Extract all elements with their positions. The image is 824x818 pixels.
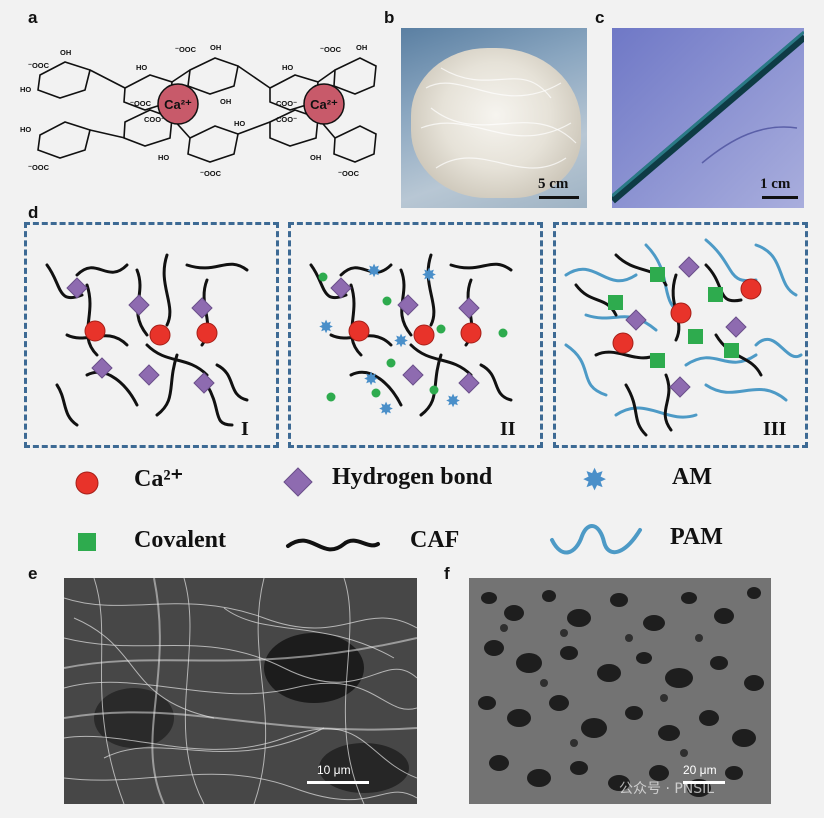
svg-text:OH: OH	[210, 43, 221, 52]
panel-a-structure: ⁻OOC OH HO HO COO⁻ ⁻OOC OH OH HO COO⁻ ⁻OOC OH ⁻…	[20, 30, 380, 180]
svg-text:⁻OOC: ⁻OOC	[338, 169, 360, 178]
svg-text:HO: HO	[158, 153, 169, 162]
svg-text:⁻OOC: ⁻OOC	[320, 45, 342, 54]
svg-text:⁻OOC: ⁻OOC	[28, 163, 50, 172]
svg-text:⁻OOC: ⁻OOC	[175, 45, 197, 54]
fiber-strand-c	[612, 30, 804, 204]
svg-text:COO⁻: COO⁻	[144, 115, 165, 124]
schematic-iii	[564, 238, 803, 437]
svg-text:COO⁻: COO⁻	[276, 115, 297, 124]
scale-bar-f	[683, 781, 725, 784]
svg-text:✸: ✸	[421, 265, 436, 286]
calcium-ion-2-label: Ca²⁺	[310, 97, 338, 112]
panel-b-photo: 5 cm	[401, 28, 587, 208]
svg-text:⁻OOC: ⁻OOC	[28, 61, 50, 70]
svg-text:HO: HO	[20, 85, 31, 94]
watermark: 公众号 · PNSIL	[619, 781, 715, 797]
panel-label-b: b	[384, 8, 395, 27]
schematic-i	[45, 253, 249, 427]
panel-e-sem: 10 μm	[64, 578, 417, 804]
scale-bar-c	[762, 196, 798, 199]
legend-caf-label: CAF	[410, 527, 460, 553]
panel-c-photo: 1 cm	[612, 28, 804, 208]
svg-text:✸: ✸	[363, 369, 378, 390]
svg-text:HO: HO	[136, 63, 147, 72]
pam-legend-icon	[550, 524, 642, 555]
stage-label-i: I	[241, 418, 249, 440]
scale-label-f: 20 μm	[683, 763, 717, 777]
scale-bar-e	[307, 781, 369, 784]
calcium-ion-1-label: Ca²⁺	[164, 97, 192, 112]
panel-label-e: e	[28, 564, 38, 583]
calcium-legend-icon	[75, 471, 99, 495]
svg-text:✸: ✸	[378, 399, 393, 420]
svg-text:OH: OH	[220, 97, 231, 106]
scale-label-e: 10 μm	[317, 763, 351, 777]
svg-text:⁻OOC: ⁻OOC	[130, 99, 152, 108]
legend-pam-label: PAM	[670, 524, 723, 550]
panel-label-f: f	[444, 564, 450, 583]
sem-fiber-network	[64, 578, 417, 804]
panel-label-a: a	[28, 8, 38, 27]
svg-text:✸: ✸	[366, 261, 381, 282]
svg-text:✸: ✸	[393, 331, 408, 352]
svg-text:⁻OOC: ⁻OOC	[200, 169, 222, 178]
hydrogen-bond-legend-icon	[283, 467, 313, 497]
legend-am-label: AM	[672, 464, 712, 490]
svg-text:OH: OH	[60, 48, 71, 57]
svg-text:HO: HO	[282, 63, 293, 72]
svg-text:COO⁻: COO⁻	[276, 99, 297, 108]
sem-porous-network	[469, 578, 771, 804]
svg-text:HO: HO	[234, 119, 245, 128]
caf-legend-icon	[286, 538, 380, 552]
alginate-structure-diagram: ⁻OOC OH HO HO COO⁻ ⁻OOC OH OH HO COO⁻ ⁻OOC OH ⁻…	[20, 43, 377, 178]
schematic-box-ii: ✸✸✸ ✸✸✸ ✸	[288, 222, 543, 448]
svg-text:HO: HO	[20, 125, 31, 134]
svg-text:✸: ✸	[318, 317, 333, 338]
svg-text:✸: ✸	[445, 391, 460, 412]
schematic-box-i	[24, 222, 279, 448]
stage-label-iii: III	[763, 418, 787, 440]
legend-calcium-label: Ca²⁺	[134, 466, 184, 492]
fiber-strands	[420, 67, 577, 169]
panel-label-c: c	[595, 8, 605, 27]
calcium-ion-1	[157, 83, 199, 125]
panel-f-sem: 20 μm 公众号 · PNSIL	[469, 578, 771, 804]
scale-label-b: 5 cm	[538, 176, 569, 192]
panel-label-d: d	[28, 203, 39, 222]
svg-text:OH: OH	[310, 153, 321, 162]
scale-bar-b	[539, 196, 579, 199]
legend-covalent-label: Covalent	[134, 527, 226, 553]
scale-label-c: 1 cm	[760, 176, 791, 192]
stage-label-ii: II	[500, 418, 516, 440]
schematic-box-iii	[553, 222, 808, 448]
schematic-ii: ✸✸✸ ✸✸✸ ✸	[309, 253, 513, 420]
svg-text:OH: OH	[356, 43, 367, 52]
calcium-ion-2	[303, 83, 345, 125]
am-legend-icon: ✸	[582, 463, 608, 498]
legend-hydrogen-bond-label: Hydrogen bond	[332, 464, 493, 490]
covalent-legend-icon	[78, 533, 96, 551]
